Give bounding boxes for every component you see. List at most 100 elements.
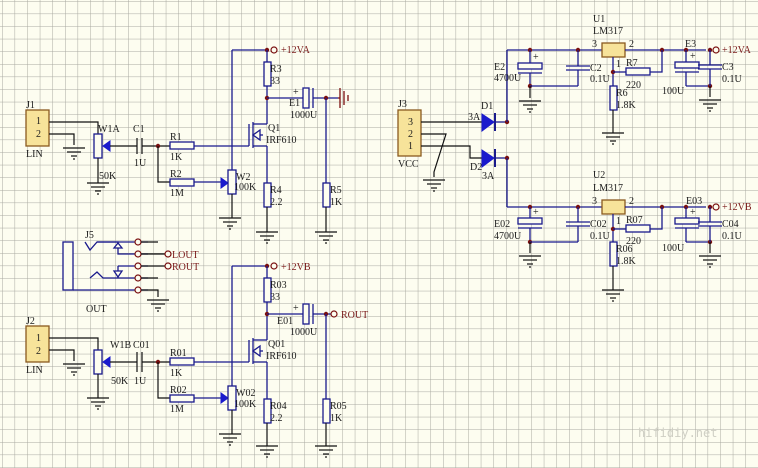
u1-pin-out: 2 xyxy=(629,39,634,50)
j1-pin-1: 1 xyxy=(36,116,41,127)
watermark: hifidiy.net xyxy=(638,426,717,440)
e2-ref: E2 xyxy=(494,62,505,73)
connector-j2[interactable]: J2 1 2 LIN xyxy=(25,316,50,376)
d1-ref: D1 xyxy=(481,101,493,112)
resistor-r4[interactable]: R4 2.2 xyxy=(263,182,283,208)
e3-polarity: + xyxy=(690,51,696,62)
u1-pin-adj: 1 xyxy=(616,59,621,70)
resistor-r7[interactable]: R7 220 xyxy=(613,50,663,91)
c02-value: 0.1U xyxy=(590,231,611,242)
regulator-u1[interactable]: U1 LM317 3 2 1 xyxy=(592,14,634,70)
resistor-r5[interactable]: R5 1K xyxy=(322,182,343,208)
r2-value: 1M xyxy=(170,188,184,199)
e1-value: 1000U xyxy=(290,110,318,121)
r03-ref: R03 xyxy=(270,280,287,291)
d2-value: 3A xyxy=(482,171,495,182)
mosfet-q1[interactable]: Q1 IRF610 xyxy=(248,122,297,148)
r01-ref: R01 xyxy=(170,348,187,359)
net-label-rout-b: ROUT xyxy=(341,310,368,321)
e01-value: 1000U xyxy=(290,327,318,338)
e1-polarity: + xyxy=(293,87,299,98)
port-12va xyxy=(270,46,278,54)
power-input: J3 3 2 1 VCC D1 3A D2 3A xyxy=(397,50,510,207)
d2-ref: D2 xyxy=(470,162,482,173)
r05-value: 1K xyxy=(330,413,343,424)
j3-ref: J3 xyxy=(398,99,407,110)
net-label-12va-out: +12VA xyxy=(722,45,752,56)
capacitor-c04[interactable]: C04 0.1U xyxy=(698,207,743,242)
r02-ref: R02 xyxy=(170,385,187,396)
capacitor-e2[interactable]: + E2 4700U xyxy=(494,50,543,84)
c3-ref: C3 xyxy=(722,62,734,73)
capacitor-e02[interactable]: + E02 4700U xyxy=(494,207,543,242)
capacitor-e1[interactable]: + E1 1000U xyxy=(289,87,318,121)
c01-ref: C01 xyxy=(133,340,150,351)
r02-value: 1M xyxy=(170,404,184,415)
output-jack-j5[interactable]: J5 LOUT ROUT OUT xyxy=(62,230,199,315)
potentiometer-w02[interactable]: W02 100K xyxy=(227,385,257,411)
capacitor-c2[interactable]: C2 0.1U xyxy=(566,50,611,86)
resistor-r07[interactable]: R07 220 xyxy=(613,207,663,247)
c2-ref: C2 xyxy=(590,63,602,74)
connector-j3[interactable]: J3 3 2 1 VCC xyxy=(397,99,422,170)
w1a-value: 50K xyxy=(99,171,117,182)
capacitor-c02[interactable]: C02 0.1U xyxy=(566,207,611,242)
u2-pin-in: 3 xyxy=(592,196,597,207)
channel-b: J2 1 2 LIN W1B 50K C01 1U R01 1K xyxy=(25,262,368,459)
w1b-value: 50K xyxy=(111,376,129,387)
u2-value: LM317 xyxy=(593,183,623,194)
regulator-b: + E02 4700U C02 0.1U U2 LM317 3 2 1 xyxy=(494,170,752,303)
j2-pin-2: 2 xyxy=(36,346,41,357)
c02-ref: C02 xyxy=(590,219,607,230)
r06-value: 1.8K xyxy=(616,256,637,267)
j2-pin-1: 1 xyxy=(36,333,41,344)
j2-ref: J2 xyxy=(26,316,35,327)
j1-value: LIN xyxy=(26,149,43,160)
u1-ref: U1 xyxy=(593,14,605,25)
e01-ref: E01 xyxy=(277,316,293,327)
connector-j1[interactable]: J1 1 2 LIN xyxy=(25,100,50,160)
r5-value: 1K xyxy=(330,197,343,208)
r5-ref: R5 xyxy=(330,185,342,196)
q1-value: IRF610 xyxy=(266,135,297,146)
c3-value: 0.1U xyxy=(722,74,743,85)
e03-polarity: + xyxy=(690,207,696,218)
q01-ref: Q01 xyxy=(268,339,285,350)
j2-value: LIN xyxy=(26,365,43,376)
regulator-a: + E2 4700U C2 0.1U U1 LM317 3 2 1 xyxy=(494,14,752,146)
c04-ref: C04 xyxy=(722,219,739,230)
capacitor-e03[interactable]: + E03 100U xyxy=(662,196,702,254)
resistor-r3[interactable]: R3 33 xyxy=(263,61,282,87)
r7-value: 220 xyxy=(626,80,641,91)
e02-polarity: + xyxy=(533,207,539,218)
e02-ref: E02 xyxy=(494,219,510,230)
net-label-12vb: +12VB xyxy=(281,262,311,273)
j5-value: OUT xyxy=(86,304,107,315)
mosfet-q01[interactable]: Q01 IRF610 xyxy=(248,338,297,364)
c2-value: 0.1U xyxy=(590,74,611,85)
r7-ref: R7 xyxy=(626,58,638,69)
r1-ref: R1 xyxy=(170,132,182,143)
r06-ref: R06 xyxy=(616,244,633,255)
channel-a: J1 1 2 LIN W1A 50K C1 1U R1 xyxy=(25,45,349,245)
e2-value: 4700U xyxy=(494,73,522,84)
e1-ref: E1 xyxy=(289,98,300,109)
r04-ref: R04 xyxy=(270,401,287,412)
w02-value: 100K xyxy=(234,399,257,410)
chassis-ground-icon xyxy=(338,88,349,108)
r07-ref: R07 xyxy=(626,215,643,226)
r1-value: 1K xyxy=(170,152,183,163)
u2-pin-adj: 1 xyxy=(616,216,621,227)
resistor-r06[interactable]: R06 1.8K xyxy=(609,241,637,267)
net-label-lout: LOUT xyxy=(172,250,199,261)
r6-ref: R6 xyxy=(616,88,628,99)
u1-pin-in: 3 xyxy=(592,39,597,50)
w1a-ref: W1A xyxy=(98,124,120,135)
r3-value: 33 xyxy=(270,76,280,87)
capacitor-c3[interactable]: C3 0.1U xyxy=(698,50,743,86)
port-12vb-out xyxy=(712,203,720,211)
e2-polarity: + xyxy=(533,52,539,63)
net-label-12vb-out: +12VB xyxy=(722,202,752,213)
